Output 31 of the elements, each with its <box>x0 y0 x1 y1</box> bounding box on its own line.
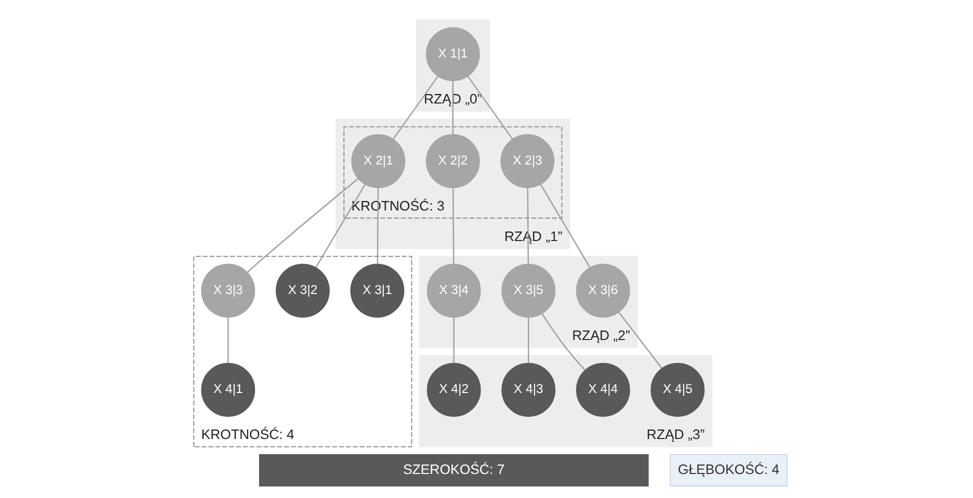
connector <box>246 178 358 273</box>
connector <box>540 184 590 268</box>
node-circle: X 3|6 <box>576 264 630 318</box>
connector <box>452 80 454 134</box>
node-circle: X 4|5 <box>650 362 705 417</box>
connector <box>315 184 366 268</box>
node-circle: X 2|3 <box>500 134 554 188</box>
connector <box>542 313 586 370</box>
node-circle: X 4|4 <box>576 362 630 417</box>
node-circle: X 3|2 <box>276 264 330 318</box>
node-circle: X 3|5 <box>501 264 556 318</box>
node-circle: X 2|1 <box>351 134 406 188</box>
node-circle: X 3|1 <box>350 264 404 318</box>
connector <box>392 76 438 140</box>
node-circle: X 4|2 <box>426 362 481 417</box>
node-box: GŁĘBOKOŚĆ: 4 <box>670 454 788 487</box>
connector <box>618 312 662 369</box>
connector <box>467 76 514 140</box>
connector <box>453 317 454 364</box>
connector <box>527 188 529 264</box>
connector <box>528 317 530 364</box>
node-circle: X 2|2 <box>426 134 480 188</box>
node-circle: X 4|1 <box>201 362 256 417</box>
node-circle: X 3|4 <box>426 264 481 318</box>
node-circle: X 4|3 <box>501 362 556 417</box>
node-circle: X 3|3 <box>201 264 256 318</box>
connector <box>228 317 229 364</box>
connector <box>452 188 454 264</box>
connector <box>376 188 379 264</box>
node-box: SZEROKOŚĆ: 7 <box>259 454 649 487</box>
node-circle: X 1|1 <box>426 27 480 82</box>
